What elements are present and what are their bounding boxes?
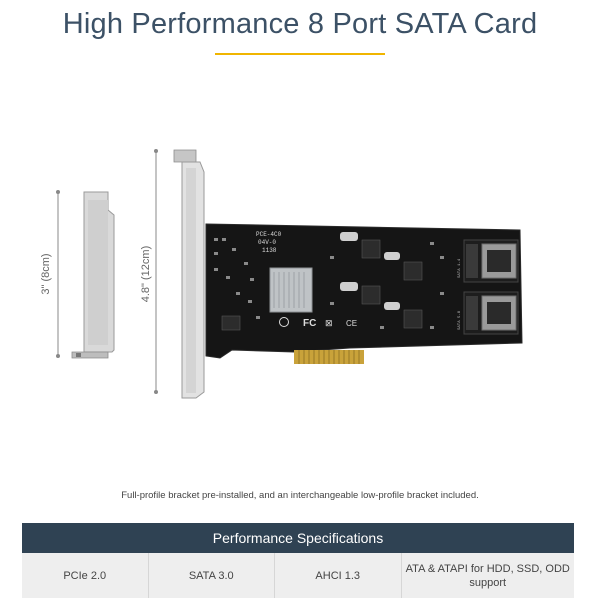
weee-mark: ⊠	[325, 318, 333, 328]
specs-header: Performance Specifications	[22, 523, 574, 553]
low-profile-height-label: 3" (8cm)	[40, 253, 52, 295]
ce-mark: CE	[346, 319, 357, 328]
page-title: High Performance 8 Port SATA Card	[62, 8, 538, 40]
spec-cell-sata: SATA 3.0	[149, 553, 275, 598]
full-profile-bracket	[173, 149, 205, 399]
port-label-top: SATA 1-4	[458, 258, 462, 278]
specs-row: PCIe 2.0 SATA 3.0 AHCI 1.3 ATA & ATAPI f…	[22, 553, 574, 598]
spec-cell-pcie: PCIe 2.0	[22, 553, 149, 598]
fcc-mark: FC	[303, 318, 316, 329]
full-profile-dimension-line	[154, 149, 158, 394]
board-code-text: 1138	[262, 247, 277, 254]
low-profile-dimension-line	[56, 190, 60, 358]
sata-port-bottom	[463, 291, 519, 335]
sata-card-pcb: FC ⊠ CE PCE-4C0 04V-0 1138 SATA 1-4 SATA…	[205, 223, 523, 364]
full-profile-height-label: 4.8" (12cm)	[140, 245, 152, 303]
sata-port-top	[463, 239, 519, 283]
port-label-bottom: SATA 5-8	[458, 310, 462, 330]
spec-cell-ahci: AHCI 1.3	[275, 553, 402, 598]
board-voltage-text: 04V-0	[258, 239, 276, 246]
title-accent-rule	[215, 53, 385, 55]
low-profile-bracket	[71, 191, 115, 359]
spec-cell-ata-atapi: ATA & ATAPI for HDD, SSD, ODD support	[405, 562, 570, 589]
bracket-caption: Full-profile bracket pre-installed, and …	[121, 490, 479, 501]
board-model-text: PCE-4C0	[256, 231, 282, 238]
